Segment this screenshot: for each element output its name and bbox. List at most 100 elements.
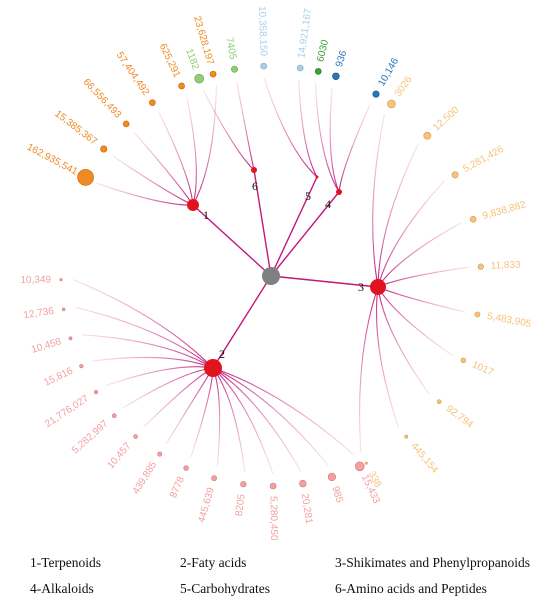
legend-item-alkaloids: 4-Alkaloids [30, 581, 94, 596]
leaf-node [231, 65, 239, 73]
leaf-label: 92,794 [444, 403, 475, 430]
leaf-node [436, 399, 442, 405]
hub-node-2 [204, 359, 222, 377]
leaf-label: 14,921,167 [296, 7, 314, 59]
root-edge-1 [192, 204, 272, 277]
leaf-edge [329, 87, 340, 193]
leaf-label: 10,349 [20, 274, 51, 286]
leaf-edge [212, 367, 274, 475]
leaf-label: 66,556,493 [81, 77, 124, 121]
leaf-label: 10,358,150 [256, 6, 269, 57]
leaf-label: 21,776,027 [43, 393, 91, 430]
leaf-label: 12,736 [23, 306, 55, 322]
leaf-edge [375, 286, 400, 428]
leaf-node [354, 461, 365, 472]
hub-node-3 [370, 279, 386, 295]
leaf-node [474, 311, 481, 318]
leaf-node [59, 278, 63, 282]
leaf-edge [122, 367, 214, 409]
leaf-node [149, 99, 156, 107]
leaf-edge [134, 132, 194, 206]
leaf-label: 985 [329, 485, 344, 505]
hub-node-4 [336, 189, 342, 195]
leaf-edge [202, 89, 255, 171]
leaf-node [299, 479, 307, 488]
leaf-node [451, 171, 459, 179]
leaf-node [314, 68, 322, 75]
leaf-label: 445,154 [408, 441, 440, 476]
leaf-node [260, 62, 267, 70]
leaf-label: 8205 [234, 493, 248, 517]
leaf-label: 1017 [470, 359, 495, 378]
leaf-label: 6030 [315, 38, 331, 63]
leaf-edge [377, 266, 469, 288]
hub-label-6: 6 [252, 179, 258, 193]
leaf-edge [112, 155, 194, 206]
hub-label-5: 5 [305, 189, 311, 203]
leaf-edge [95, 182, 194, 206]
leaf-edge [212, 367, 221, 467]
leaf-edge [81, 334, 214, 369]
leaf-edge [377, 143, 419, 288]
leaf-node [68, 336, 73, 341]
leaf-edge [212, 367, 356, 456]
leaf-label: 1182 [183, 47, 201, 71]
edges-layer [72, 77, 469, 475]
root-edge-3 [270, 275, 379, 288]
leaf-node [240, 481, 247, 488]
leaf-edge [105, 366, 214, 387]
radial-tree-diagram: 162,935,54115,385,36766,556,49357,404,49… [20, 6, 532, 540]
leaf-node [183, 465, 189, 471]
leaf-label: 10,457 [105, 440, 133, 471]
leaf-edge [338, 104, 371, 193]
leaf-label: 3026 [393, 74, 415, 99]
leaf-node [387, 99, 396, 109]
leaf-edge [72, 278, 214, 369]
leaf-edge [377, 286, 453, 356]
leaf-edge [186, 96, 197, 206]
leaf-node [477, 263, 484, 270]
leaf-node [194, 73, 204, 84]
leaf-node [404, 434, 409, 439]
root-edge-2 [212, 275, 272, 369]
leaf-node [122, 120, 130, 128]
leaf-node [178, 82, 185, 90]
leaf-edge [359, 286, 379, 453]
hub-node-1 [187, 199, 199, 211]
root-edge-6 [253, 169, 272, 277]
leaf-label: 10,146 [376, 56, 401, 88]
legend-item-carbohydrates: 5-Carbohydrates [180, 581, 270, 596]
hub-node-5 [315, 175, 319, 179]
legend-item-shikimates: 3-Shikimates and Phenylpropanoids [335, 555, 530, 570]
leaf-label: 15,816 [42, 365, 75, 388]
leaf-node [469, 215, 477, 223]
leaf-label: 5,282,997 [70, 418, 111, 456]
leaf-label: 20,281 [299, 493, 315, 525]
leaf-edge [298, 79, 318, 178]
leaf-node [93, 390, 99, 395]
legend: 1-Terpenoids 2-Faty acids 3-Shikimates a… [0, 548, 550, 604]
leaf-label: 15,385,367 [52, 108, 99, 147]
legend-item-amino-acids: 6-Amino acids and Peptides [335, 581, 487, 596]
legend-item-terpenoids: 1-Terpenoids [30, 555, 102, 570]
leaf-node [100, 145, 108, 153]
hub-label-2: 2 [219, 347, 225, 361]
leaf-edge [263, 77, 318, 178]
leaf-node [209, 70, 217, 78]
leaf-edge [236, 80, 255, 171]
leaf-label: 162,935,541 [25, 142, 80, 178]
leaves-layer [59, 62, 484, 490]
hub-label-3: 3 [358, 280, 364, 294]
leaf-node [296, 64, 304, 72]
leaf-label: 9,838,882 [481, 199, 527, 222]
leaf-label: 625,291 [157, 42, 183, 80]
leaf-edge [92, 356, 214, 369]
leaf-node [332, 72, 340, 80]
leaf-label: 936 [334, 49, 350, 69]
leaf-label: 5,281,426 [461, 144, 506, 175]
leaf-node [133, 434, 138, 439]
leaf-label: 5,280,450 [268, 496, 279, 540]
leaf-label: 10,458 [30, 336, 63, 356]
hub-label-1: 1 [203, 208, 209, 222]
leaf-node [372, 90, 380, 98]
